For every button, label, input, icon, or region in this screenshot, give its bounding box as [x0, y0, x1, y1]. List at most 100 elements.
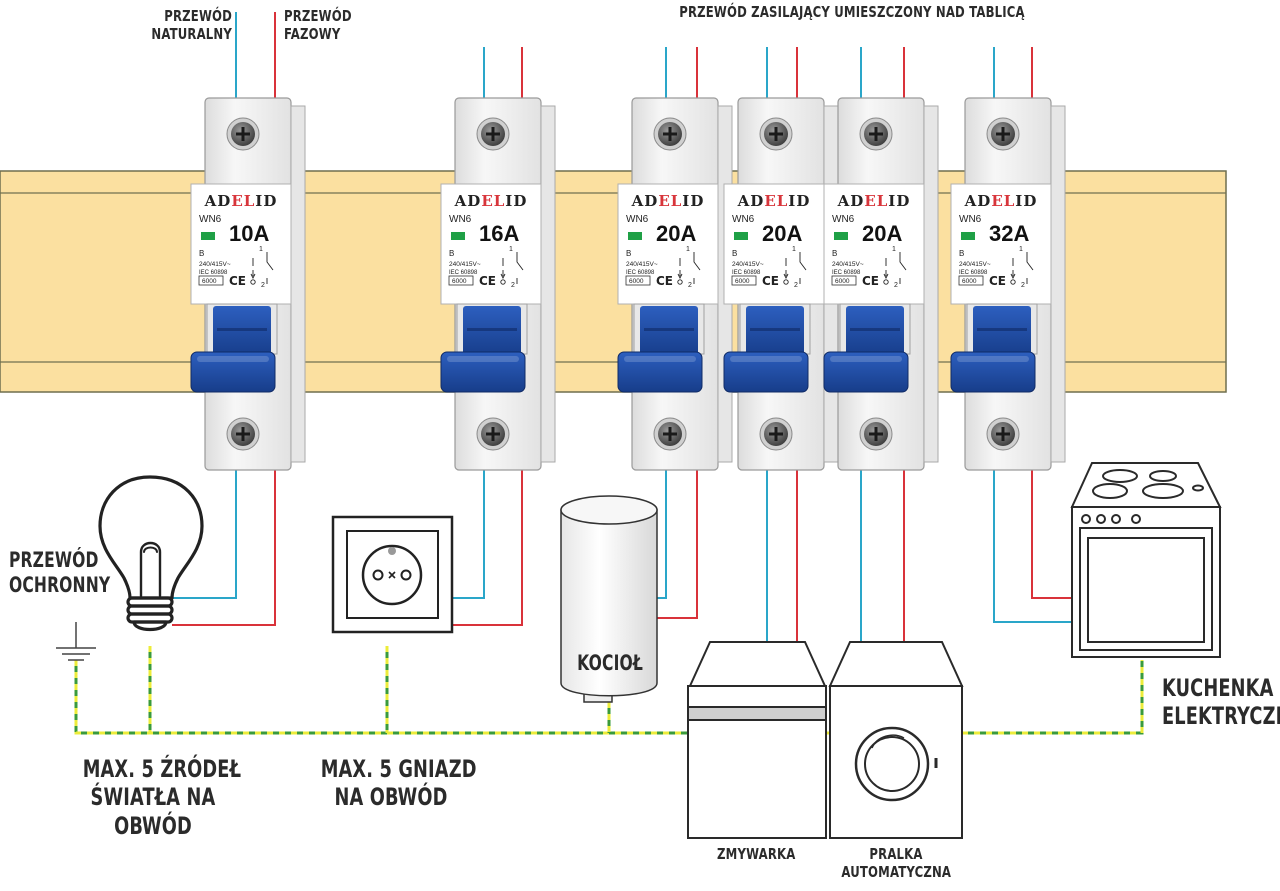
breaker-standard: IEC 60898 [449, 270, 478, 276]
breaker-capacity-box [198, 275, 224, 286]
breaker-curve: B [626, 249, 631, 258]
terminal-number-top: 1 [509, 246, 513, 253]
switch-symbol-icon [677, 252, 701, 285]
neutral-wire-label: PRZEWÓD NATURALNY [151, 7, 232, 43]
terminal-number-bottom: 2 [794, 282, 798, 289]
breaker-lever-handle [950, 351, 1036, 393]
breaker-standard: IEC 60898 [959, 270, 988, 276]
neutral-wire [172, 470, 237, 599]
phase-wire [657, 470, 698, 619]
breaker-brand: ADELID [737, 192, 811, 210]
lever-highlight [830, 356, 902, 362]
breaker-capacity-box [731, 275, 757, 286]
ce-mark: CE [989, 274, 1006, 288]
lighting-circuit-note: MAX. 5 ŹRÓDEŁ ŚWIATŁA NA OBWÓD [82, 755, 242, 840]
lever-groove [850, 328, 900, 331]
breaker-capacity-box [831, 275, 857, 286]
top-terminal-screw-icon [759, 117, 793, 151]
wall-socket-icon [331, 515, 454, 634]
protective-wire [962, 660, 1144, 735]
breaker-standard: IEC 60898 [199, 270, 228, 276]
ce-mark: CE [762, 274, 779, 288]
breaker-voltage: 240/415V~ [959, 261, 991, 268]
terminal-number-bottom: 2 [688, 282, 692, 289]
neutral-wire [452, 470, 485, 599]
ground-symbol-icon [56, 622, 96, 661]
boiler-label: KOCIOŁ [577, 651, 644, 675]
breaker-lever-handle [190, 351, 276, 393]
switch-symbol-icon [1010, 252, 1034, 285]
terminal-number-top: 1 [259, 246, 263, 253]
terminal-number-top: 1 [686, 246, 690, 253]
bottom-terminal-screw-icon [476, 417, 510, 451]
lever-highlight [447, 356, 519, 362]
breaker-capacity: 6000 [835, 278, 850, 285]
breaker-capacity: 6000 [452, 278, 467, 285]
phase-wire-label: PRZEWÓD FAZOWY [284, 7, 352, 43]
breaker-side [540, 105, 556, 463]
neutral-wire [657, 470, 667, 599]
breaker-capacity: 6000 [735, 278, 750, 285]
top-terminal-screw-icon [476, 117, 510, 151]
breaker-brand: ADELID [964, 192, 1038, 210]
breaker-label-plate [823, 183, 925, 305]
protective-wire-stripe [74, 660, 688, 735]
breaker-brand: ADELID [837, 192, 911, 210]
breaker-rating: 10A [229, 221, 269, 246]
dishwasher-icon [687, 641, 827, 839]
breaker-brand: ADELID [454, 192, 528, 210]
supply-cable-label: PRZEWÓD ZASILAJĄCY UMIESZCZONY NAD TABLI… [679, 3, 1025, 21]
terminal-number-bottom: 2 [261, 282, 265, 289]
terminal-number-bottom: 2 [894, 282, 898, 289]
ce-mark: CE [656, 274, 673, 288]
lever-groove [217, 328, 267, 331]
breaker-capacity-box [448, 275, 474, 286]
breaker-model: WN6 [832, 214, 855, 225]
electric-stove-icon [1070, 462, 1222, 658]
status-indicator [451, 232, 465, 240]
breaker-voltage: 240/415V~ [199, 261, 231, 268]
breaker-rating: 32A [989, 221, 1029, 246]
breaker-voltage: 240/415V~ [449, 261, 481, 268]
lever-groove [644, 328, 694, 331]
breaker-voltage: 240/415V~ [732, 261, 764, 268]
bottom-terminal-screw-icon [986, 417, 1020, 451]
lever-groove [750, 328, 800, 331]
lever-highlight [730, 356, 802, 362]
lever-highlight [957, 356, 1029, 362]
breaker-capacity: 6000 [202, 278, 217, 285]
breaker-curve: B [959, 249, 964, 258]
switch-symbol-icon [500, 252, 524, 285]
lever-groove [977, 328, 1027, 331]
breaker-rating: 20A [762, 221, 802, 246]
breaker-curve: B [732, 249, 737, 258]
breaker-brand: ADELID [631, 192, 705, 210]
light-bulb-icon [98, 475, 204, 632]
washing-machine-icon [828, 641, 964, 839]
stove-label: KUCHENKA ELEKTRYCZNA [1162, 674, 1280, 731]
bottom-terminal-screw-icon [859, 417, 893, 451]
breaker-standard: IEC 60898 [626, 270, 655, 276]
status-indicator [201, 232, 215, 240]
phase-wire [172, 470, 276, 626]
status-indicator [734, 232, 748, 240]
wires [74, 12, 1144, 735]
terminal-number-bottom: 2 [511, 282, 515, 289]
breaker-voltage: 240/415V~ [832, 261, 864, 268]
breaker-voltage: 240/415V~ [626, 261, 658, 268]
breaker-lever-handle [617, 351, 703, 393]
breaker-standard: IEC 60898 [832, 270, 861, 276]
breaker-curve: B [199, 249, 204, 258]
breaker-model: WN6 [959, 214, 982, 225]
breaker-rating: 20A [656, 221, 696, 246]
lever-highlight [624, 356, 696, 362]
terminal-number-top: 1 [792, 246, 796, 253]
breaker-curve: B [449, 249, 454, 258]
bottom-terminal-screw-icon [653, 417, 687, 451]
top-terminal-screw-icon [226, 117, 260, 151]
breaker-rating: 20A [862, 221, 902, 246]
